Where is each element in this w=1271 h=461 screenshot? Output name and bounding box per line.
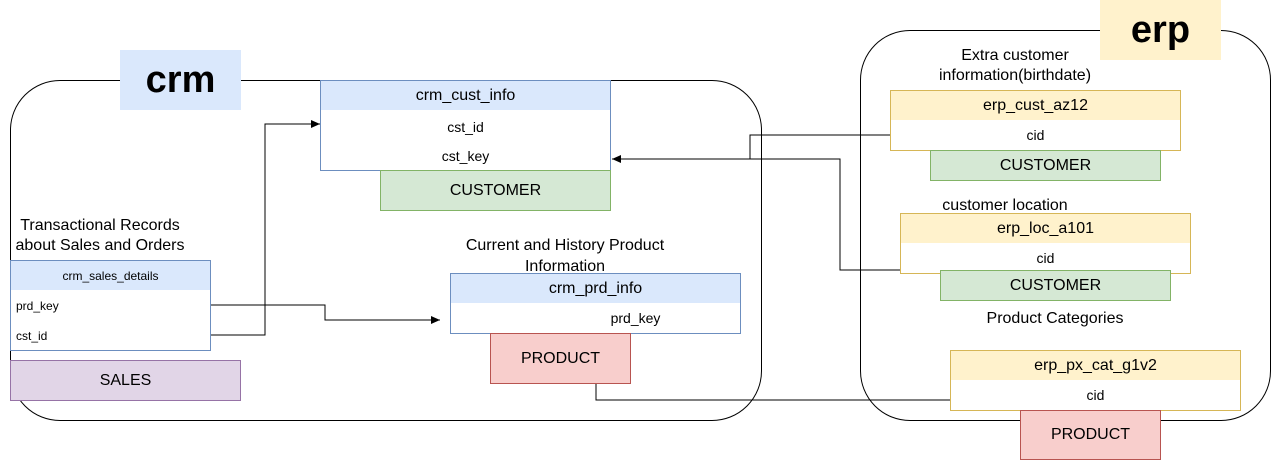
connector-sales-cst-to-cust-info [211, 120, 320, 336]
crm-prd-info-badge: PRODUCT [490, 333, 631, 384]
erp-loc-a101-field-cid: cid [900, 243, 1191, 274]
erp-px-cat-g1v2-header[interactable]: erp_px_cat_g1v2 [950, 350, 1241, 381]
erp-cust-az12-header[interactable]: erp_cust_az12 [890, 90, 1181, 121]
connector-loc-to-cust-info [615, 158, 900, 271]
sales-desc: Transactional Records about Sales and Or… [10, 216, 190, 256]
erp-loc-a101-header[interactable]: erp_loc_a101 [900, 213, 1191, 244]
prd-desc-line-2: Information [524, 258, 606, 275]
loc-desc: customer location [942, 197, 1068, 214]
connector-prd-to-px-cat [595, 384, 950, 401]
erp-loc-a101-badge: CUSTOMER [940, 270, 1171, 301]
crm-cust-info-header[interactable]: crm_cust_info [320, 80, 611, 111]
prd-desc: Current and History Product Information [440, 236, 690, 277]
crm-cust-info-field-cst-id: cst_id [447, 119, 484, 135]
connector-az12-to-cust-info [612, 134, 890, 163]
cust-az12-desc: Extra customer information(birthdate) [920, 46, 1110, 86]
crm-tag: crm [120, 50, 241, 110]
erp-cust-az12-badge: CUSTOMER [930, 150, 1161, 181]
connector-sales-prd-to-prd-info [211, 304, 440, 324]
erp-cust-az12-field-cid: cid [890, 120, 1181, 151]
crm-sales-details-field-cst-id: cst_id [16, 329, 48, 343]
crm-sales-details-badge: SALES [10, 360, 241, 401]
prd-desc-line-1: Current and History Product [465, 237, 665, 254]
crm-sales-details-field-prd-key: prd_key [16, 299, 59, 313]
erp-px-cat-g1v2-badge: PRODUCT [1020, 410, 1161, 460]
crm-prd-info-field-prd-key: prd_key [450, 303, 741, 334]
crm-cust-info-badge: CUSTOMER [380, 170, 611, 211]
crm-prd-info-header[interactable]: crm_prd_info [450, 273, 741, 304]
crm-cust-info-field-cst-key: cst_key [441, 148, 490, 164]
erp-tag: erp [1100, 0, 1221, 60]
sales-desc-line-1: Transactional Records [20, 217, 180, 234]
crm-sales-details-body [10, 290, 211, 351]
cat-desc: Product Categories [986, 310, 1124, 327]
erp-px-cat-g1v2-field-cid: cid [950, 380, 1241, 411]
cust-az12-desc-line-2: information(birthdate) [938, 67, 1092, 84]
sales-desc-line-2: about Sales and Orders [15, 237, 185, 254]
cust-az12-desc-line-1: Extra customer [961, 47, 1069, 64]
crm-sales-details-header[interactable]: crm_sales_details [10, 260, 211, 291]
